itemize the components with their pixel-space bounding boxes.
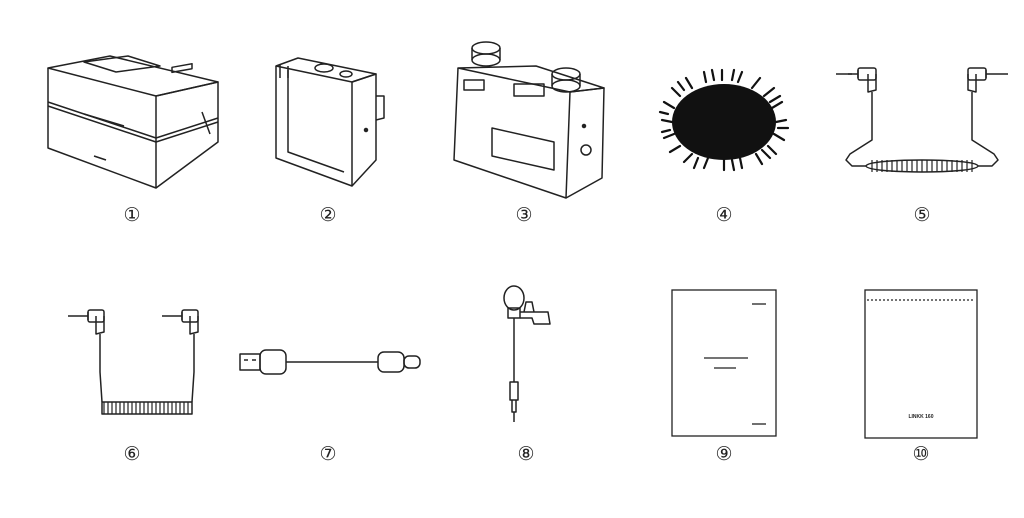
item-number: ⑦ — [319, 443, 337, 465]
item-receiver: ③ — [424, 30, 624, 260]
trs-trrs-coiled-cable-icon — [68, 309, 199, 415]
item-number: ⑩ — [912, 443, 930, 465]
item-lavalier-mic: ⑧ — [426, 272, 626, 502]
item-number: ⑨ — [715, 443, 733, 465]
receiver-icon — [453, 41, 605, 199]
item-number: ③ — [515, 204, 533, 226]
item-coiled-cable-b: ⑥ — [32, 272, 232, 502]
item-number: ⑧ — [517, 443, 535, 465]
lavalier-mic-icon — [503, 285, 551, 422]
charging-case-icon — [47, 55, 219, 189]
trs-trs-coiled-cable-icon — [836, 67, 1008, 173]
item-number: ⑤ — [913, 204, 931, 226]
pouch-icon: LINKK 160 — [864, 289, 978, 439]
transmitter-icon — [275, 57, 385, 187]
item-user-manual: ⑨ — [624, 272, 824, 502]
item-number: ② — [319, 204, 337, 226]
item-windscreen: ④ — [624, 30, 824, 260]
item-transmitter: ② — [228, 30, 428, 260]
item-pouch: LINKK 160 ⑩ — [821, 272, 1021, 502]
item-coiled-cable-a: ⑤ — [822, 30, 1022, 260]
windscreen-icon — [658, 68, 790, 172]
item-charging-case: ① — [32, 30, 232, 260]
item-number: ④ — [715, 204, 733, 226]
pouch-label: LINKK 160 — [908, 414, 933, 420]
item-number: ⑥ — [123, 443, 141, 465]
usb-c-cable-icon — [239, 349, 421, 375]
user-manual-icon — [671, 289, 777, 437]
item-usb-cable: ⑦ — [228, 272, 428, 502]
item-number: ① — [123, 204, 141, 226]
